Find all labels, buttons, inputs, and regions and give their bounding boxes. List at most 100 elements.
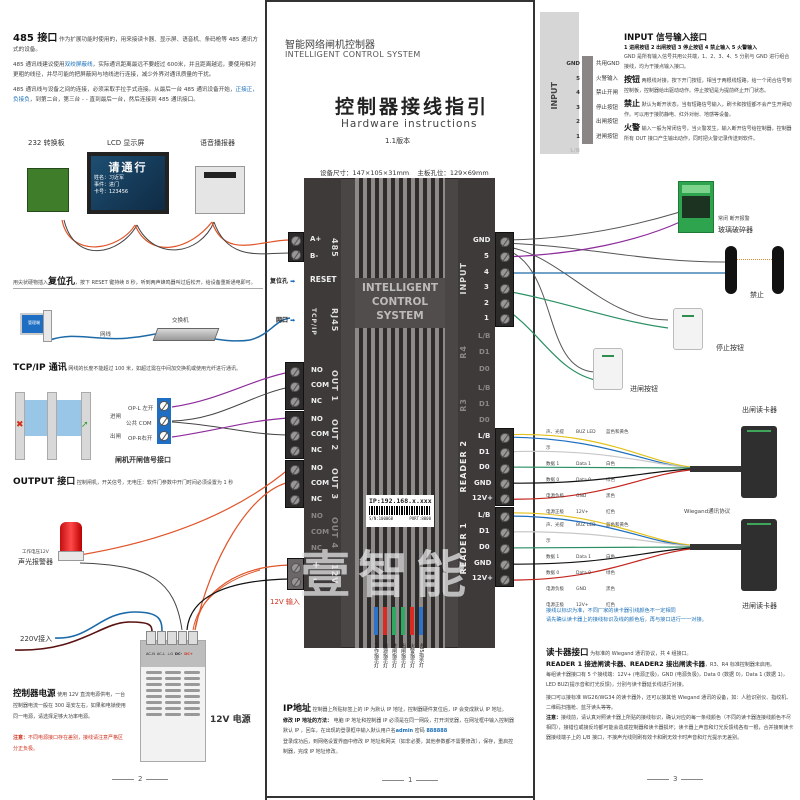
psu-terminal-row	[146, 631, 198, 645]
rj45-port[interactable]: RJ45	[330, 308, 339, 333]
default-username: admin	[395, 728, 414, 734]
led-fire	[410, 607, 414, 635]
reader1-lb: L/B	[478, 511, 491, 519]
out4-nc: NC	[311, 544, 322, 552]
terminal-screw	[500, 479, 510, 489]
input-pin-2: 2	[484, 299, 489, 307]
glass-break-sub: 常闭 断开报警	[718, 216, 750, 222]
heatsink	[355, 178, 445, 648]
net-arrow-label: 网口 ➡	[276, 317, 296, 324]
r3-d0: D0	[479, 416, 490, 424]
out2-nc: NC	[311, 446, 322, 454]
wire-gate-opr	[171, 417, 291, 438]
lcd-line-2: 事件：进门	[94, 182, 120, 188]
terminal-screw	[290, 495, 300, 505]
watermark: 壹智能	[300, 546, 474, 604]
terminal-screw	[500, 575, 510, 585]
out1-no: NO	[311, 366, 323, 374]
out2-no: NO	[311, 415, 323, 423]
r3-label: R3	[459, 398, 468, 412]
reader2-d0: D0	[479, 463, 490, 471]
out1-nc: NC	[311, 397, 322, 405]
beam-line	[737, 259, 772, 260]
input-pin-3: 3	[484, 283, 489, 291]
reader2-label: READER 2	[459, 440, 468, 493]
input-port-label: INPUT	[459, 262, 468, 295]
guide-title: 控制器接线指引	[335, 96, 490, 118]
led-485	[419, 607, 423, 635]
alarm-light-image	[60, 522, 82, 552]
reader2-d1: D1	[479, 448, 490, 456]
terminal-screw	[500, 314, 510, 324]
terminal-screw	[159, 431, 169, 441]
terminal-screw	[500, 299, 510, 309]
input-pin-4: 4	[484, 268, 489, 276]
terminal-screw	[290, 367, 300, 377]
rs485-p1-tail: ，实际通讯距离最远不要超过 600米，并且距离越远，要使用相对更粗的线径，并尽可…	[13, 62, 257, 78]
tcpip-section: TCP/IP 通讯 网线的长度不能超过 100 米，如超过需在中间加交换机或使用…	[13, 363, 242, 373]
r4-d0: D0	[479, 365, 490, 373]
terminal-screw	[500, 494, 510, 504]
deny-x-icon: ✖	[16, 420, 24, 430]
out1-com: COM	[311, 381, 330, 389]
input-diagram: INPUT	[540, 12, 579, 154]
page-number-left: 2	[108, 775, 172, 783]
reader-section: 读卡器接口 为标准的 Wiegand 通讯协议，共 4 组接口。 READER …	[546, 648, 794, 741]
terminal-screw	[290, 416, 300, 426]
barcode	[369, 506, 431, 515]
lcd-label: LCD 显示屏	[107, 139, 145, 147]
pin-a-plus: A+	[310, 235, 322, 243]
wire-note: 接线以标识为准，不同厂家的读卡器引线颜色不一定相同 请先确认读卡器上的接线标识及…	[546, 608, 707, 623]
reader1-gnd: GND	[474, 559, 492, 567]
wire-485-f	[213, 221, 291, 255]
switch-label: 交换机	[172, 318, 189, 324]
pc-tower-icon	[43, 310, 52, 342]
alarm-voltage: 工作电压12V	[22, 550, 49, 555]
led-work	[374, 607, 378, 635]
controller-right-rail	[458, 178, 495, 648]
guide-subtitle: Hardware instructions	[341, 118, 478, 130]
gate-opl-label: OP-L 左开	[128, 406, 154, 412]
cable-label: 网线	[100, 332, 112, 338]
led-enter	[392, 607, 396, 635]
terminal-screw	[290, 465, 300, 475]
wire-gate-com2	[171, 421, 291, 436]
default-password: 888888	[426, 728, 448, 734]
terminal-screw	[291, 563, 301, 573]
wire-gate-com	[171, 386, 291, 422]
reader2-wire-bundle	[499, 433, 745, 500]
reader1-d0: D0	[479, 543, 490, 551]
terminal-screw	[290, 382, 300, 392]
reader1-terminal	[495, 507, 514, 587]
power-title: 控制器电源	[13, 689, 56, 699]
terminal-screw	[500, 433, 510, 443]
input-diagram-pins: GND 5 4 3 2 1 L/B	[566, 61, 580, 154]
wire-ac-brown	[14, 621, 153, 651]
bottom-border	[265, 796, 535, 798]
input-section: INPUT 信号输入接口 1 进闸按钮 2 出闸按钮 3 停止按钮 4 禁止输入…	[624, 33, 794, 144]
reset-button[interactable]: RESET	[310, 275, 337, 284]
out3-no: NO	[311, 464, 323, 472]
wire-input-3	[499, 289, 669, 329]
input-pin-5: 5	[484, 252, 489, 260]
rs485-intro: 作为扩展功能时使用的，用来接读卡器、显示屏、语音机、条码枪等 485 通讯方式的…	[13, 37, 258, 53]
psu-terminal-labels: AC-N AC-L ⊥G DC- DC+	[146, 652, 193, 656]
gate-com-label: 公共 COM	[126, 421, 152, 427]
input-pin-gnd: GND	[473, 236, 491, 244]
power-input-caption: 12V 输入	[270, 598, 300, 606]
wire-input-gnd1	[499, 211, 681, 241]
input-pin-1: 1	[484, 314, 489, 322]
gate-caption: 闸机开闸信号接口	[115, 456, 171, 464]
power-section: 控制器电源 使用 12V 直流电源供电，一台控制器电流一般在 300 毫安左右，…	[13, 689, 126, 752]
wire-485-d	[136, 221, 215, 251]
input-title: INPUT 信号输入接口	[624, 33, 708, 43]
rs485-port-label: 485	[330, 238, 339, 258]
out4-com: COM	[311, 528, 330, 536]
r4-label: R4	[459, 345, 468, 359]
gate-in-label: 进闸	[110, 414, 122, 420]
rs485-p1: 485 通讯线建议使用	[13, 62, 65, 68]
out1-terminal	[285, 362, 304, 410]
power-minus: -	[313, 574, 318, 585]
